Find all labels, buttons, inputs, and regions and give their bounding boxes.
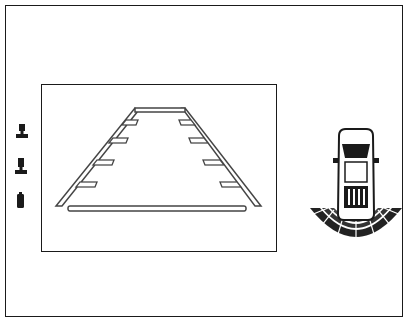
car-top-view-icon — [333, 129, 379, 220]
distance-tick — [203, 160, 224, 165]
sensor-icons-svg — [12, 124, 34, 216]
distance-tick — [109, 138, 128, 143]
parking-guidelines — [42, 85, 275, 250]
rear-camera-view — [41, 84, 277, 252]
bumper-line — [68, 206, 246, 211]
sensor-icons-column — [12, 124, 34, 216]
distance-tick — [220, 182, 241, 187]
parking-sensor-svg — [306, 126, 406, 251]
distance-tick — [189, 138, 208, 143]
distance-tick — [93, 160, 114, 165]
distance-tick — [76, 182, 97, 187]
parking-sensor-icon — [16, 124, 28, 138]
camera-icon — [17, 192, 24, 208]
parking-sensor-icon — [15, 158, 27, 174]
parking-sensor-display — [306, 126, 406, 251]
far-distance-bar — [135, 108, 185, 112]
display-frame — [5, 5, 403, 317]
